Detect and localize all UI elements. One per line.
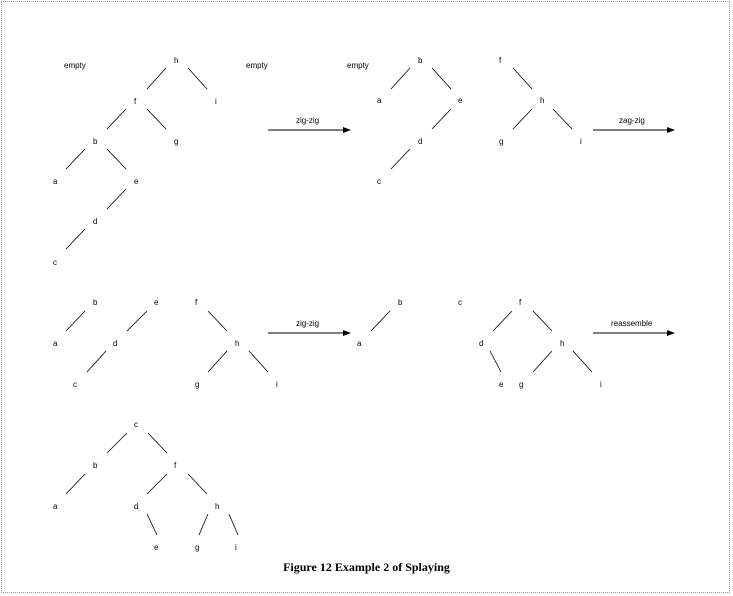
node-i: i — [215, 97, 217, 106]
node-d: d — [113, 339, 117, 348]
node-b: b — [398, 298, 403, 307]
node-h: h — [174, 56, 178, 65]
splay-diagram: empty h f i b g a e d c empty zig-zig em… — [53, 56, 675, 552]
node-g: g — [499, 137, 503, 146]
node-e: e — [154, 543, 159, 552]
row2-left-tree: b a — [53, 298, 98, 348]
node-f: f — [174, 461, 177, 470]
edges-initial-tree — [65, 67, 208, 250]
node-b: b — [93, 461, 98, 470]
node-a: a — [53, 339, 58, 348]
node-e: e — [154, 298, 159, 307]
node-f: f — [499, 56, 502, 65]
node-e: e — [499, 380, 504, 389]
edges-final-tree — [65, 432, 239, 536]
node-g: g — [195, 543, 199, 552]
node-e: e — [458, 96, 463, 105]
row1-left-subtree: empty b a e d c — [347, 56, 463, 186]
row1-right-subtree: f h g i — [499, 56, 582, 146]
node-i: i — [276, 380, 278, 389]
node-f: f — [519, 298, 522, 307]
node-h: h — [235, 339, 239, 348]
arrow-zig-zig-2: zig-zig — [268, 319, 351, 336]
node-e: e — [134, 177, 139, 186]
edges-right-subtree — [512, 67, 573, 130]
label-reassemble: reassemble — [611, 319, 653, 328]
row3-final-tree: c b f a d h e g i — [53, 420, 239, 552]
row2-middle-tree: e d c — [73, 298, 159, 389]
node-c-single: c — [458, 298, 462, 307]
node-b: b — [418, 56, 423, 65]
label-zig-zig-1: zig-zig — [296, 116, 319, 125]
node-h: h — [215, 502, 219, 511]
label-zag-zig: zag-zig — [619, 116, 645, 125]
row2-result-right: f d h e g i — [479, 298, 602, 389]
node-b: b — [93, 298, 98, 307]
node-g: g — [519, 380, 523, 389]
node-g: g — [174, 137, 178, 146]
arrow-zag-zig: zag-zig — [593, 116, 675, 133]
node-i: i — [235, 543, 237, 552]
node-b: b — [93, 137, 98, 146]
row2-right-tree: f h g i — [195, 298, 278, 389]
label-empty-middle: empty — [246, 61, 268, 70]
node-d: d — [479, 339, 483, 348]
node-c: c — [53, 258, 57, 267]
arrow-reassemble: reassemble — [593, 319, 675, 336]
node-c: c — [377, 177, 381, 186]
edges-left-subtree — [390, 67, 452, 170]
node-a: a — [53, 502, 58, 511]
node-h: h — [540, 96, 544, 105]
node-d: d — [134, 502, 138, 511]
row1-initial-tree: empty h f i b g a e d c — [53, 56, 217, 267]
node-d: d — [418, 137, 422, 146]
node-g: g — [195, 380, 199, 389]
node-i: i — [600, 380, 602, 389]
node-a: a — [357, 339, 362, 348]
node-d: d — [93, 217, 97, 226]
node-f: f — [195, 298, 198, 307]
node-c: c — [134, 420, 138, 429]
node-c: c — [73, 380, 77, 389]
label-empty-left: empty — [64, 61, 86, 70]
label-zig-zig-2: zig-zig — [296, 319, 319, 328]
node-a: a — [53, 177, 58, 186]
node-a: a — [377, 96, 382, 105]
node-i: i — [580, 137, 582, 146]
node-f: f — [134, 97, 137, 106]
figure-caption: Figure 12 Example 2 of Splaying — [283, 560, 450, 574]
label-empty-right: empty — [347, 61, 369, 70]
arrow-zig-zig-1: zig-zig — [268, 116, 351, 133]
row2-result-left: b a — [357, 298, 403, 348]
node-h: h — [560, 339, 564, 348]
